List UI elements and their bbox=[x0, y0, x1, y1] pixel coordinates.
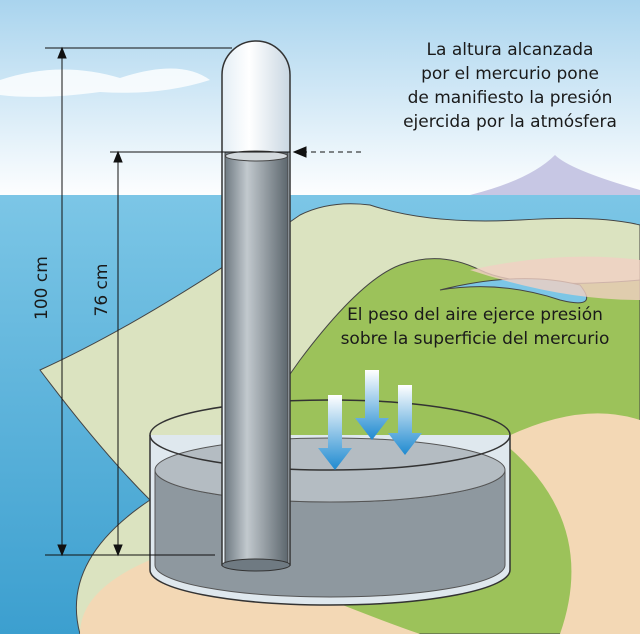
mercury-column bbox=[224, 151, 289, 566]
caption-line: La altura alcanzada bbox=[426, 40, 594, 60]
caption-line: sobre la superficie del mercurio bbox=[340, 329, 610, 349]
tube-height-label: 100 cm bbox=[32, 256, 52, 320]
caption-line: de manifiesto la presión bbox=[407, 88, 613, 108]
air-weight-caption: El peso del aire ejerce presión sobre la… bbox=[320, 303, 630, 351]
caption-line: por el mercurio pone bbox=[421, 64, 599, 84]
pink-fields bbox=[470, 256, 640, 300]
atmosphere-caption: La altura alcanzada por el mercurio pone… bbox=[380, 38, 640, 134]
mountain bbox=[470, 155, 640, 198]
caption-line: El peso del aire ejerce presión bbox=[347, 305, 603, 325]
down-arrow-icon bbox=[355, 370, 389, 440]
down-arrow-icon bbox=[318, 395, 352, 470]
mercury-height-label: 76 cm bbox=[92, 263, 112, 317]
caption-line: ejercida por la atmósfera bbox=[403, 112, 617, 132]
down-arrow-icon bbox=[388, 385, 422, 455]
sky bbox=[0, 0, 640, 200]
glass-tube bbox=[221, 40, 291, 572]
beach-right bbox=[500, 413, 640, 634]
air-pressure-arrows bbox=[318, 370, 422, 470]
cloud bbox=[0, 68, 210, 97]
dimension-lines bbox=[45, 46, 362, 557]
